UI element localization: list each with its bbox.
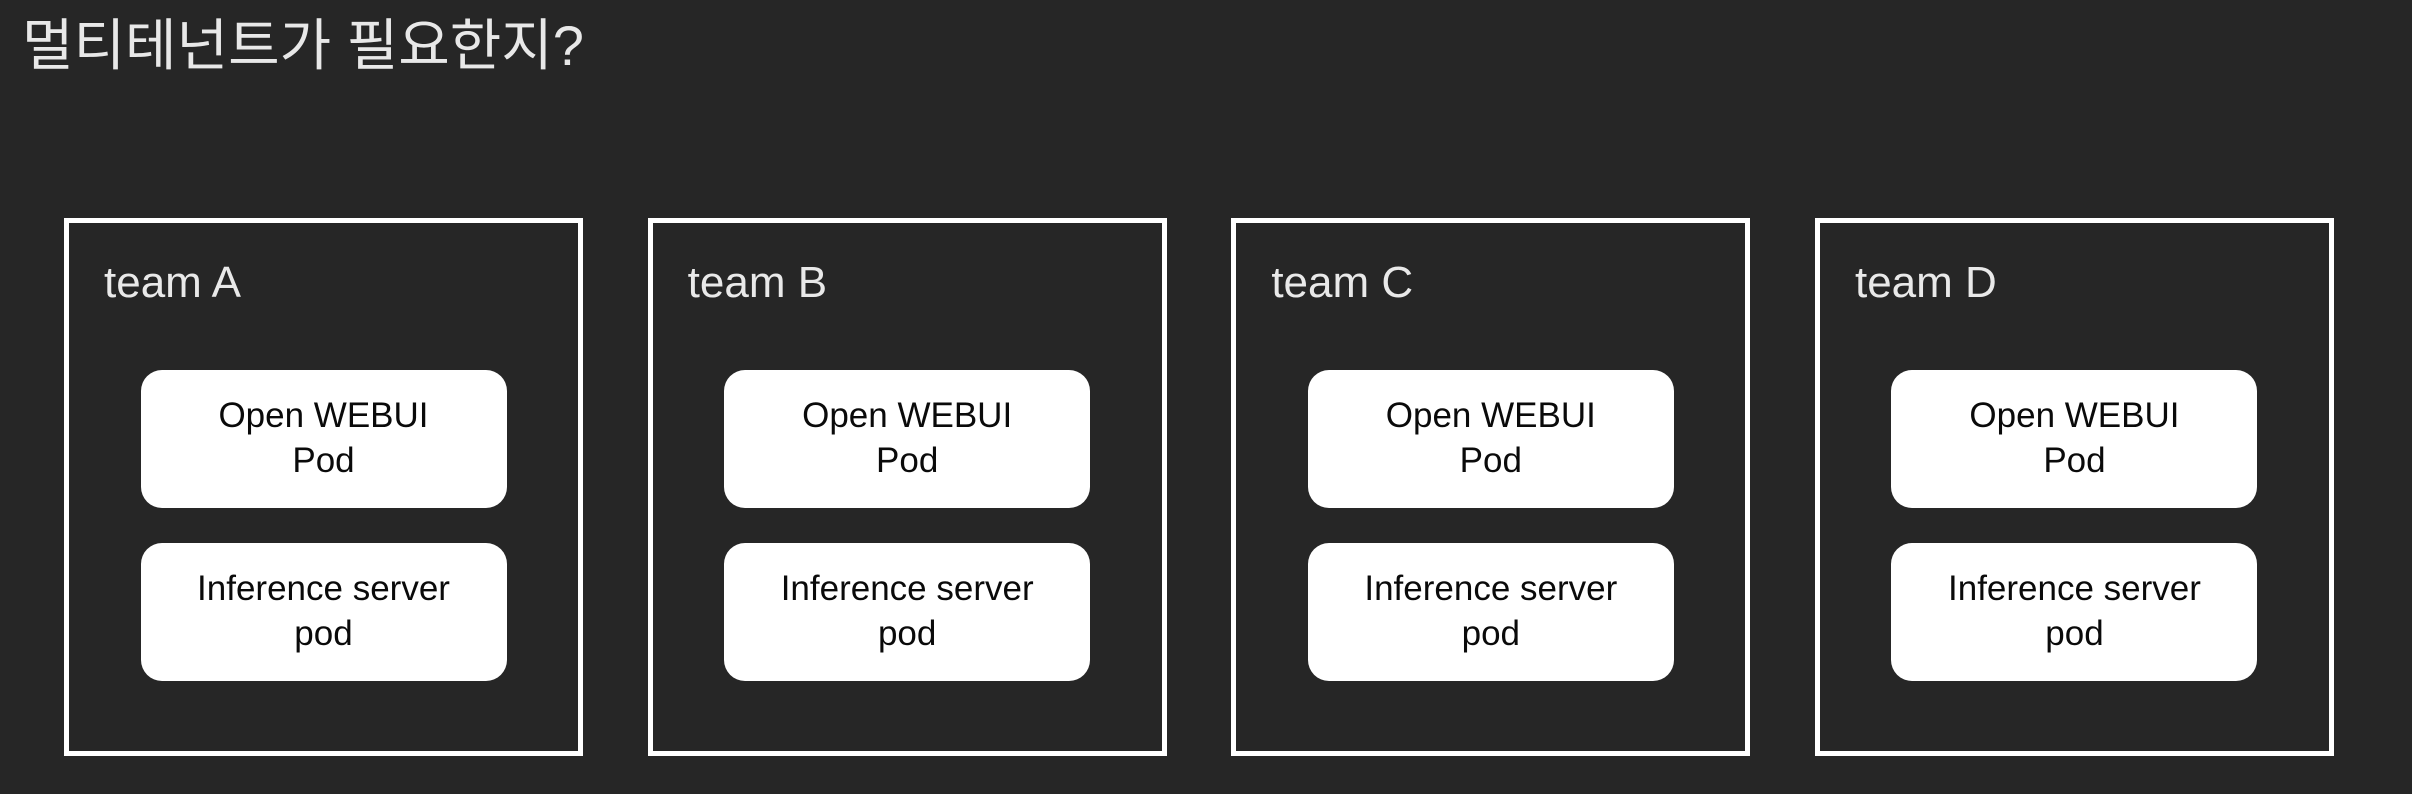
pod-stack-c: Open WEBUI Pod Inference server pod xyxy=(1236,370,1745,681)
pod-title-line-1: Inference server xyxy=(780,569,1034,609)
team-box-b[interactable]: team B Open WEBUI Pod Inference server p… xyxy=(647,218,1167,756)
team-box-a[interactable]: team A Open WEBUI Pod Inference server p… xyxy=(64,218,583,756)
pod-card-inference-server-a[interactable]: Inference server pod xyxy=(140,543,507,681)
pod-title-line-1: Inference server xyxy=(197,569,450,609)
pod-title-line-2: pod xyxy=(1461,614,1521,653)
pod-title-line-1: Open WEBUI xyxy=(1385,396,1596,436)
pod-card-open-webui-d[interactable]: Open WEBUI Pod xyxy=(1891,370,2258,508)
pod-card-open-webui-c[interactable]: Open WEBUI Pod xyxy=(1307,370,1674,508)
team-label-a: team A xyxy=(104,258,241,307)
pod-card-inference-server-d[interactable]: Inference server pod xyxy=(1891,543,2258,681)
pod-title-line-2: pod xyxy=(294,614,353,653)
pod-title-line-2: Pod xyxy=(292,441,355,480)
pod-stack-d: Open WEBUI Pod Inference server pod xyxy=(1820,370,2329,681)
pod-card-open-webui-a[interactable]: Open WEBUI Pod xyxy=(140,370,507,508)
pod-title-line-2: Pod xyxy=(876,441,939,480)
pod-card-inference-server-c[interactable]: Inference server pod xyxy=(1307,543,1674,681)
team-label-b: team B xyxy=(687,258,828,307)
pod-title-line-1: Inference server xyxy=(1948,569,2201,609)
pod-card-open-webui-b[interactable]: Open WEBUI Pod xyxy=(724,370,1091,508)
team-box-c[interactable]: team C Open WEBUI Pod Inference server p… xyxy=(1231,218,1751,756)
pod-title-line-1: Open WEBUI xyxy=(218,396,429,436)
pod-title-line-1: Open WEBUI xyxy=(802,396,1013,436)
page-title: 멀티테넌트가 필요한지? xyxy=(22,14,584,77)
team-boxes-row: team A Open WEBUI Pod Inference server p… xyxy=(64,218,2334,756)
pod-title-line-2: pod xyxy=(2045,614,2104,653)
team-label-d: team D xyxy=(1854,258,1997,307)
team-box-d[interactable]: team D Open WEBUI Pod Inference server p… xyxy=(1814,218,2334,756)
pod-title-line-2: Pod xyxy=(1459,441,1522,480)
pod-title-line-2: Pod xyxy=(2043,441,2106,480)
pod-stack-a: Open WEBUI Pod Inference server pod xyxy=(69,370,578,681)
pod-card-inference-server-b[interactable]: Inference server pod xyxy=(724,543,1091,681)
pod-title-line-1: Open WEBUI xyxy=(1969,396,2180,436)
pod-stack-b: Open WEBUI Pod Inference server pod xyxy=(653,370,1162,681)
team-label-c: team C xyxy=(1271,258,1414,307)
pod-title-line-2: pod xyxy=(877,614,937,653)
pod-title-line-1: Inference server xyxy=(1364,569,1618,609)
